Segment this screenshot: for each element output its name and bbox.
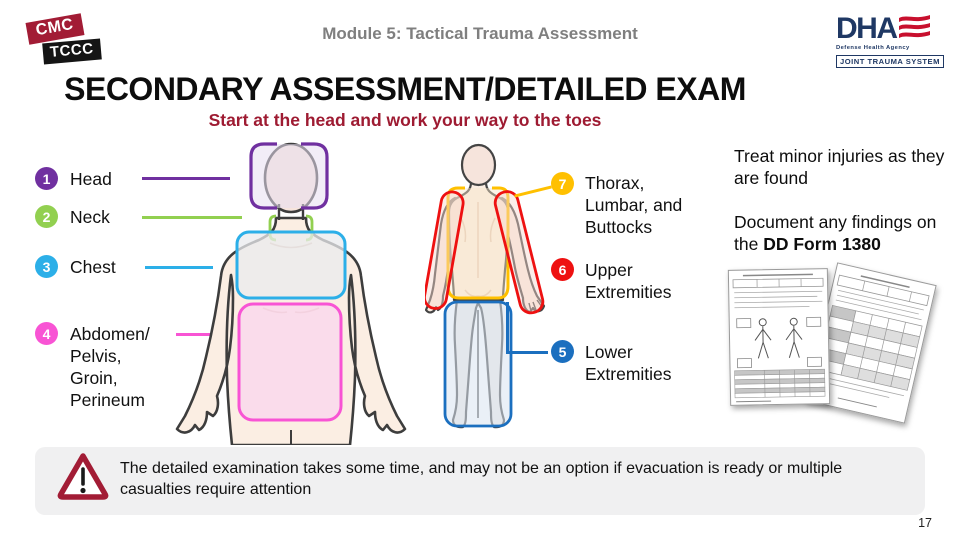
item-6-badge: 6	[551, 258, 574, 281]
item-4-badge: 4	[35, 322, 58, 345]
dha-wordmark: DHA★	[836, 14, 898, 47]
note-treat: Treat minor injuries as they are found	[734, 146, 945, 188]
legs-region-fill	[445, 302, 511, 426]
dha-logo: DHA★ Defense Health Agency JOINT TRAUMA …	[836, 14, 946, 69]
module-header: Module 5: Tactical Trauma Assessment	[322, 24, 638, 43]
item-3-badge: 3	[35, 255, 58, 278]
head-region-outline	[249, 142, 329, 210]
dd-form-1380-front-thumbnail	[727, 268, 831, 406]
item-4-label: Abdomen/ Pelvis, Groin, Perineum	[70, 324, 150, 410]
item-6-label: Upper Extremities	[585, 260, 672, 302]
chest-region-fill	[237, 232, 345, 298]
item-1-label: Head	[70, 169, 112, 189]
leader-line-abdomen	[176, 333, 221, 336]
leader-line-neck	[142, 216, 242, 219]
item-2-badge: 2	[35, 205, 58, 228]
item-1-badge: 1	[35, 167, 58, 190]
page-title: SECONDARY ASSESSMENT/DETAILED EXAM	[64, 71, 746, 107]
item-7-badge: 7	[551, 172, 574, 195]
notes-block: Treat minor injuries as they are found D…	[734, 146, 950, 278]
leader-line-lower-vertical	[506, 302, 509, 353]
head-region-fill	[251, 144, 327, 208]
note-document: Document any findings on the DD Form 138…	[734, 211, 937, 254]
warning-text: The detailed examination takes some time…	[120, 460, 843, 498]
right-arm-region-fill	[495, 191, 543, 313]
flag-stripes-icon	[898, 15, 930, 38]
abdomen-region-fill	[239, 304, 341, 420]
page-subtitle: Start at the head and work your way to t…	[208, 110, 602, 130]
thorax-region-fill	[448, 188, 508, 298]
left-arm-region-outline	[425, 190, 465, 310]
page-number: 17	[918, 516, 932, 530]
item-5-label: Lower Extremities	[585, 342, 672, 384]
leader-line-chest	[145, 266, 213, 269]
right-arm-region-outline	[493, 190, 545, 315]
warning-banner	[35, 447, 925, 515]
abdomen-region-outline	[237, 302, 343, 422]
item-3-label: Chest	[70, 257, 116, 277]
jts-badge: JOINT TRAUMA SYSTEM	[836, 55, 944, 68]
leader-line-lower	[506, 351, 548, 354]
dha-subtitle: Defense Health Agency	[836, 45, 910, 51]
item-2-label: Neck	[70, 207, 110, 227]
item-5-badge: 5	[551, 340, 574, 363]
body-back-figure	[425, 143, 546, 429]
warning-icon	[57, 453, 109, 500]
leader-line-head	[142, 177, 230, 180]
item-7-label: Thorax, Lumbar, and Buttocks	[585, 173, 683, 237]
dd-form-reference: DD Form 1380	[763, 233, 881, 254]
left-arm-region-fill	[425, 191, 464, 309]
star-icon: ★	[882, 34, 892, 46]
chest-region-outline	[235, 230, 347, 300]
legs-region-outline	[443, 300, 513, 428]
body-front-figure	[175, 142, 407, 445]
